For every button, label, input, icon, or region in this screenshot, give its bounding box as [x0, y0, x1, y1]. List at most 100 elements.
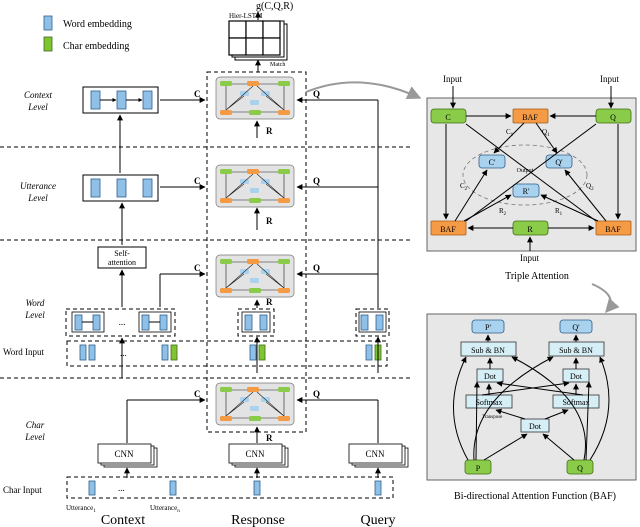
char-input-box: [66, 476, 394, 499]
triple-c-label: C: [445, 113, 450, 122]
triple-c1-label: C1: [506, 128, 514, 138]
char-input-ellipsis: ...: [118, 483, 125, 493]
triple-r1-label: R1: [555, 207, 563, 217]
triple-baf-left-label: BAF: [440, 225, 456, 234]
self-attention-label-2: attention: [108, 258, 136, 267]
baf-sub-bn-left: [460, 341, 517, 357]
word-embedding-swatch: [43, 15, 53, 31]
g-function-label: g(C,Q,R): [256, 1, 293, 12]
triple-r2-label: R2: [499, 207, 507, 217]
word-ellipsis: ...: [119, 317, 126, 327]
triple-q-prime-label: Q': [555, 158, 563, 167]
legend: Word embedding Char embedding: [43, 15, 132, 52]
query-cnn: CNN: [348, 443, 409, 468]
word-embedding-label: Word embedding: [63, 19, 132, 30]
char-r-label: R: [266, 433, 273, 443]
char-c-label: C: [194, 389, 201, 399]
triple-r-prime-node: [512, 183, 540, 198]
word-input-label: Word Input: [3, 347, 45, 357]
baf-dot-center: [520, 418, 550, 433]
baf-dot-left-label: Dot: [484, 372, 497, 381]
triple-q2-label: Q2: [586, 182, 594, 192]
context-level-label-2: Level: [27, 102, 48, 112]
word-input-embeddings: ...: [79, 344, 382, 361]
triple-c2-label: C2: [460, 182, 468, 192]
baf-p-node: [464, 459, 492, 475]
triple-c-prime-node: [478, 154, 506, 169]
context-cnn: CNN: [97, 443, 158, 468]
utterance-level-label-2: Level: [27, 193, 48, 203]
baf-softmax-right-label: Softmax: [562, 398, 589, 407]
word-input-box: [66, 340, 388, 367]
baf-panel: P' Q' Sub & BN Sub & BN Dot Dot Softmax …: [426, 313, 637, 481]
char-q-label: Q: [313, 389, 320, 399]
zoom-connector-bottom: [591, 283, 620, 314]
char-embedding-swatch: [43, 36, 53, 52]
utterance-triple-attention: [215, 164, 295, 208]
utterance-level-label-1: Utterance: [20, 181, 56, 191]
utterance-c-label: C: [194, 176, 201, 186]
match-label: Match: [270, 62, 285, 68]
response-cnn-label: CNN: [245, 449, 265, 459]
baf-transpose-label: Transpose: [482, 415, 503, 420]
hier-lstm-block: g(C,Q,R) Hier-LSTM Match: [228, 1, 293, 72]
utterance-n-label: Utterancen: [150, 504, 180, 514]
utterance-1-label: Utterance1: [66, 504, 96, 514]
word-level-response-encoder: [237, 308, 275, 337]
baf-sub-bn-right-label: Sub & BN: [559, 346, 593, 355]
char-input-label: Char Input: [3, 485, 42, 495]
baf-p-prime-node: [471, 319, 505, 334]
triple-q-label: Q: [610, 113, 616, 122]
baf-sub-bn-left-label: Sub & BN: [471, 346, 505, 355]
triple-baf-top-label: BAF: [522, 113, 538, 122]
char-level-label-2: Level: [24, 432, 45, 442]
context-c-label: C: [194, 89, 201, 99]
response-column: [206, 71, 307, 433]
triple-input-c-label: Input: [443, 74, 462, 84]
word-r-label: R: [266, 297, 273, 307]
triple-baf-right-label: BAF: [605, 225, 621, 234]
bottom-response-label: Response: [231, 513, 285, 527]
triple-baf-right: [595, 220, 632, 236]
baf-dot-center-label: Dot: [529, 422, 542, 431]
triple-r-prime-label: R': [523, 187, 530, 196]
context-level-encoder: [82, 86, 159, 114]
triple-q1-label: Q1: [542, 128, 550, 138]
word-level-label-2: Level: [24, 310, 45, 320]
triple-r-label: R: [527, 225, 533, 234]
baf-p-prime-label: P': [485, 323, 491, 332]
self-attention-box: [97, 246, 147, 269]
char-input-embeddings: ...: [88, 480, 382, 496]
bottom-context-label: Context: [101, 513, 145, 527]
triple-attention-caption: Triple Attention: [505, 271, 569, 282]
baf-q-node: [566, 459, 594, 475]
response-cnn: CNN: [228, 443, 289, 468]
context-triple-attention: [215, 76, 295, 120]
bottom-query-label: Query: [361, 513, 396, 527]
triple-attention-panel: Input Input C BAF Q Output C' Q' R' C1 Q…: [426, 74, 637, 252]
utterance-q-label: Q: [313, 176, 320, 186]
char-level-label-1: Char: [26, 420, 45, 430]
zoom-connector-top: [305, 81, 422, 100]
word-triple-attention: [215, 254, 295, 298]
triple-baf-top: [512, 108, 549, 124]
baf-q-label: Q: [577, 464, 583, 473]
word-level-context-encoder: ...: [65, 308, 176, 337]
word-level-label-1: Word: [26, 298, 45, 308]
baf-dot-right-label: Dot: [570, 372, 583, 381]
baf-q-prime-node: [559, 319, 593, 334]
context-cnn-label: CNN: [114, 449, 134, 459]
baf-sub-bn-right: [548, 341, 605, 357]
word-input-ellipsis: ...: [120, 348, 127, 358]
triple-output-label: Output: [517, 168, 534, 174]
query-cnn-label: CNN: [365, 449, 385, 459]
utterance-r-label: R: [266, 216, 273, 226]
context-q-label: Q: [313, 89, 320, 99]
utterance-level-encoder: [82, 174, 159, 202]
word-c-label: C: [194, 263, 201, 273]
baf-softmax-left-label: Softmax: [475, 398, 502, 407]
baf-q-prime-label: Q': [572, 323, 580, 332]
context-level-label-1: Context: [24, 90, 52, 100]
baf-caption: Bi-directional Attention Function (BAF): [454, 491, 616, 502]
